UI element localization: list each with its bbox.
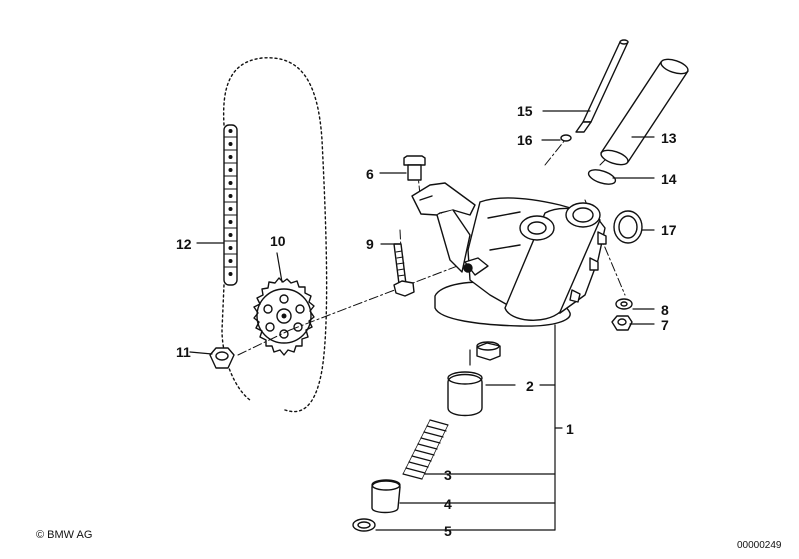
timing-chain <box>221 57 328 413</box>
callout-1[interactable]: 1 <box>566 421 574 437</box>
strainer-tube <box>600 58 689 166</box>
callout-6[interactable]: 6 <box>366 166 374 182</box>
callout-4[interactable]: 4 <box>444 496 452 512</box>
callout-16[interactable]: 16 <box>517 132 533 148</box>
callout-9[interactable]: 9 <box>366 236 374 252</box>
callout-10[interactable]: 10 <box>270 233 286 249</box>
callout-11[interactable]: 11 <box>176 344 191 360</box>
callout-2[interactable]: 2 <box>526 378 534 394</box>
washer <box>615 298 633 310</box>
sprocket-nut <box>209 347 235 369</box>
callout-5[interactable]: 5 <box>444 523 452 539</box>
valve-cap <box>476 341 501 361</box>
callout-17[interactable]: 17 <box>661 222 677 238</box>
seal-ring <box>613 210 643 244</box>
nut <box>611 315 633 331</box>
callout-7[interactable]: 7 <box>661 317 669 333</box>
callout-12[interactable]: 12 <box>176 236 192 252</box>
copyright: © BMW AG <box>36 529 93 541</box>
sprocket <box>253 277 315 356</box>
small-o-ring <box>560 134 572 142</box>
callout-8[interactable]: 8 <box>661 302 669 318</box>
valve-spring <box>402 419 449 480</box>
pickup-tube <box>575 39 629 133</box>
diagram-id: 00000249 <box>737 540 782 551</box>
callout-15[interactable]: 15 <box>517 103 533 119</box>
oil-pump-body <box>411 182 607 327</box>
circlip <box>352 518 376 532</box>
stud <box>403 155 426 181</box>
valve-piston <box>447 371 483 417</box>
callout-3[interactable]: 3 <box>444 467 452 483</box>
spring-seat <box>371 479 401 514</box>
callout-14[interactable]: 14 <box>661 171 677 187</box>
callout-13[interactable]: 13 <box>661 130 677 146</box>
bolt <box>393 243 415 297</box>
o-ring <box>587 169 617 185</box>
